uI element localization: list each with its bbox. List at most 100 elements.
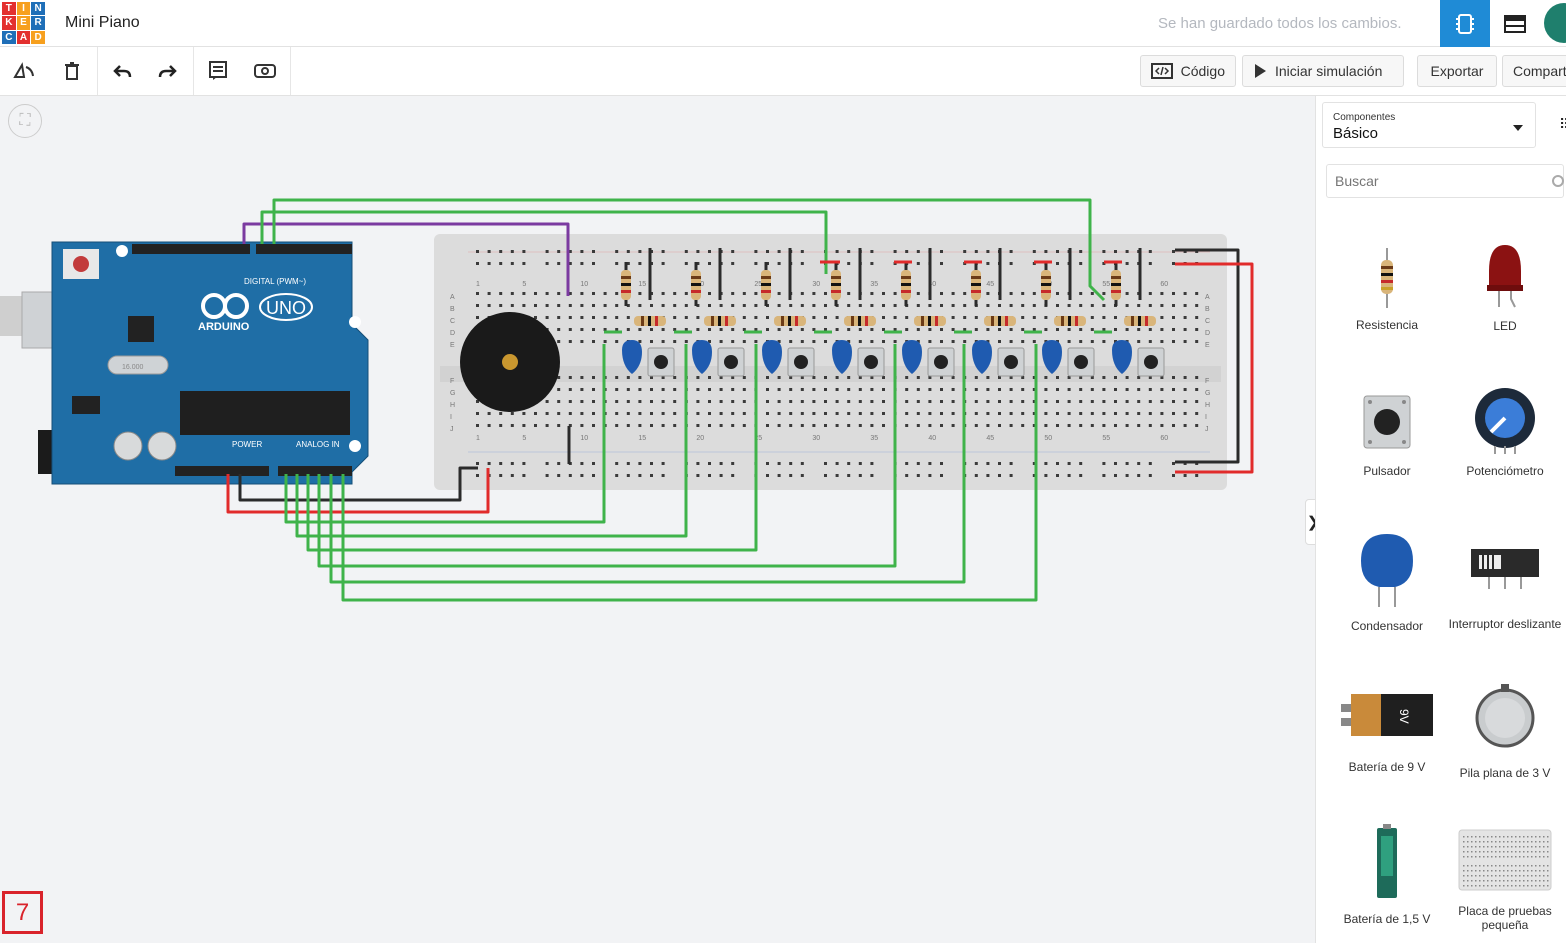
resistor-band xyxy=(621,276,631,279)
column-number: 40 xyxy=(928,435,936,442)
wire-green-a4 xyxy=(329,344,966,584)
led[interactable] xyxy=(1042,340,1062,374)
start-simulation-button[interactable]: Iniciar simulación xyxy=(1242,55,1404,87)
column-number: 1 xyxy=(476,281,480,288)
column-number: 45 xyxy=(986,281,994,288)
component-led[interactable]: LED xyxy=(1446,241,1564,333)
logo-letter: K xyxy=(2,16,16,30)
component-battery-aa[interactable]: Batería de 1,5 V xyxy=(1328,822,1446,926)
component-potentiometer[interactable]: Potenciómetro xyxy=(1446,386,1564,478)
key-group[interactable] xyxy=(884,248,955,377)
logo-letter: R xyxy=(31,16,45,30)
resistor-band xyxy=(858,316,861,326)
visibility-button[interactable] xyxy=(243,47,287,95)
component-coin-cell[interactable]: Pila plana de 3 V xyxy=(1446,678,1564,780)
component-list-button[interactable] xyxy=(1490,0,1540,47)
dropdown-label: Componentes xyxy=(1333,112,1396,123)
dropdown-value: Básico xyxy=(1333,125,1379,142)
led[interactable] xyxy=(1112,340,1132,374)
component-resistor[interactable]: Resistencia xyxy=(1328,246,1446,332)
toolbar: Código Iniciar simulación Exportar Compa… xyxy=(0,47,1566,96)
redo-button[interactable] xyxy=(146,47,190,95)
share-label: Compart xyxy=(1513,63,1566,79)
circuit-diagram[interactable]: ARDUINO UNO DIGITAL (PWM~) POWER ANALOG … xyxy=(0,96,1300,616)
wire-green-a1 xyxy=(295,344,688,538)
grid-view-icon[interactable]: ⠿ xyxy=(1559,116,1566,133)
resistor-band xyxy=(691,283,701,286)
potentiometer-icon xyxy=(1475,388,1535,454)
delete-button[interactable] xyxy=(50,47,94,95)
led[interactable] xyxy=(762,340,782,374)
notes-button[interactable] xyxy=(196,47,240,95)
column-number: 20 xyxy=(696,435,704,442)
visibility-icon xyxy=(254,64,276,78)
resistor-band xyxy=(921,316,924,326)
column-number: 35 xyxy=(870,281,878,288)
breadboard-small-icon xyxy=(1458,829,1552,891)
resistor-band xyxy=(761,290,771,293)
led[interactable] xyxy=(832,340,852,374)
share-button[interactable]: Compart xyxy=(1502,55,1566,87)
code-button[interactable]: Código xyxy=(1140,55,1236,87)
row-letter: D xyxy=(1205,330,1210,337)
rotate-icon xyxy=(13,62,34,78)
slide-switch-icon xyxy=(1471,549,1539,589)
column-number: 5 xyxy=(522,435,526,442)
start-simulation-label: Iniciar simulación xyxy=(1275,63,1383,79)
fit-view-button[interactable]: ⛶ xyxy=(8,104,42,138)
led[interactable] xyxy=(692,340,712,374)
key-group[interactable] xyxy=(744,248,815,377)
resistor-band xyxy=(901,276,911,279)
resistor-band xyxy=(621,283,631,286)
undo-button[interactable] xyxy=(100,47,144,95)
resistor-band xyxy=(1075,316,1078,326)
led-icon xyxy=(1487,245,1523,308)
resistor-band xyxy=(781,316,784,326)
key-group[interactable] xyxy=(1094,248,1165,377)
led[interactable] xyxy=(622,340,642,374)
component-breadboard-small[interactable]: Placa de pruebas pequeña xyxy=(1446,826,1564,932)
resistor-band xyxy=(711,316,714,326)
battery-aa-icon xyxy=(1377,824,1397,898)
caret-down-icon xyxy=(1513,125,1523,131)
resistor-icon xyxy=(1381,248,1393,308)
component-slide-switch[interactable]: Interruptor deslizante xyxy=(1446,541,1564,631)
workplane[interactable]: ⛶ ARDUINO UNO DI xyxy=(0,96,1321,943)
resistor-band xyxy=(1111,283,1121,286)
resistor-band xyxy=(1111,276,1121,279)
export-button[interactable]: Exportar xyxy=(1417,55,1497,87)
key-group[interactable] xyxy=(674,248,745,377)
key-group[interactable] xyxy=(604,248,675,377)
component-capacitor[interactable]: Condensador xyxy=(1328,531,1446,633)
play-icon xyxy=(1255,64,1266,78)
led[interactable] xyxy=(972,340,992,374)
row-letter: J xyxy=(1205,426,1209,433)
rotate-button[interactable] xyxy=(2,47,46,95)
resistor-band xyxy=(1061,316,1064,326)
key-group[interactable] xyxy=(954,248,1025,377)
arduino-digital-label: DIGITAL (PWM~) xyxy=(244,277,306,286)
circuit-view-button[interactable] xyxy=(1440,0,1490,47)
key-group[interactable] xyxy=(1024,248,1095,377)
arduino-brand-text: ARDUINO xyxy=(198,321,250,333)
resistor-band xyxy=(831,283,841,286)
project-title[interactable]: Mini Piano xyxy=(65,14,140,31)
component-battery-9v[interactable]: 9V Batería de 9 V xyxy=(1328,686,1446,774)
components-dropdown[interactable]: Componentes Básico xyxy=(1322,102,1536,148)
user-avatar[interactable] xyxy=(1544,3,1566,43)
arduino-uno[interactable] xyxy=(51,241,369,485)
search-input[interactable] xyxy=(1326,164,1564,198)
component-label: LED xyxy=(1493,319,1517,333)
logo-letter: N xyxy=(31,2,45,16)
resistor-band xyxy=(795,316,798,326)
search-icon[interactable] xyxy=(1552,175,1564,187)
led[interactable] xyxy=(902,340,922,374)
column-number: 10 xyxy=(580,435,588,442)
resistor-band xyxy=(901,283,911,286)
component-pushbutton[interactable]: Pulsador xyxy=(1328,390,1446,478)
key-group[interactable] xyxy=(814,248,885,377)
battery-9v-text: 9V xyxy=(1397,709,1411,724)
resistor-band xyxy=(1041,290,1051,293)
wire-green-a3 xyxy=(317,344,897,568)
